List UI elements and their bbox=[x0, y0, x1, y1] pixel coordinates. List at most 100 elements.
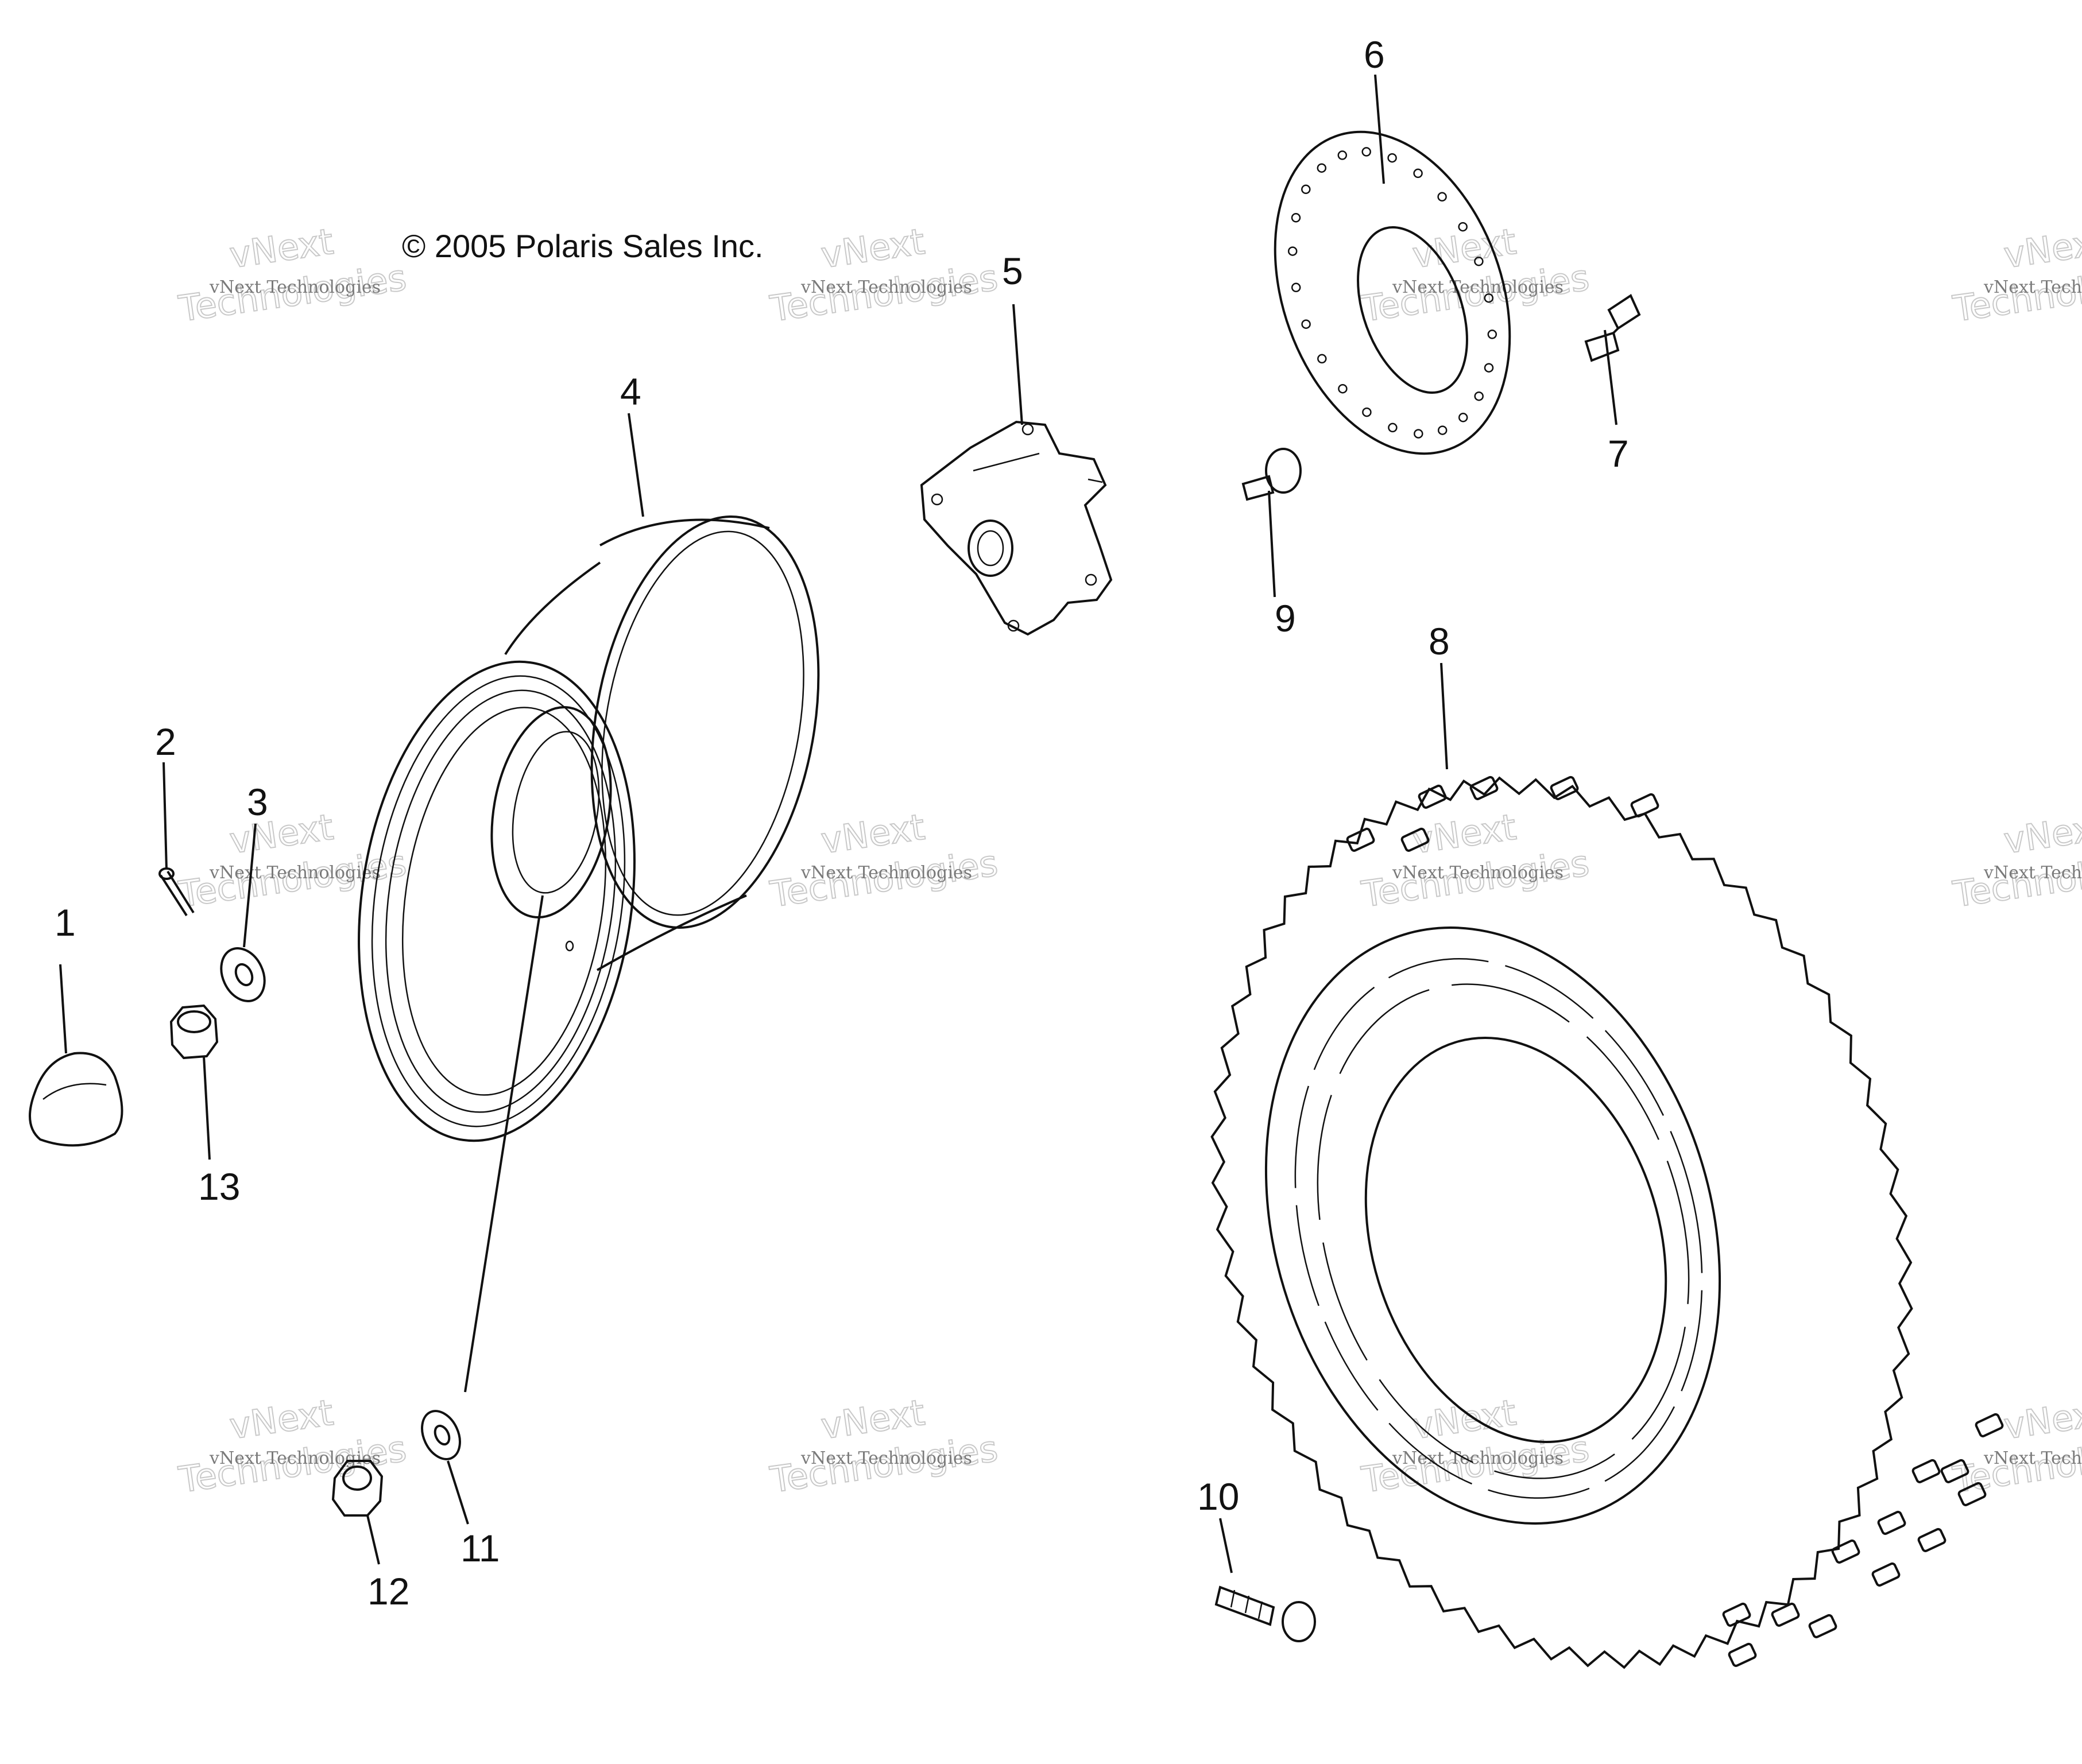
disc-holes bbox=[1287, 147, 1497, 439]
callout-numbers: 1 2 3 4 5 6 7 8 9 10 11 12 13 bbox=[55, 33, 1629, 1612]
tread-block bbox=[1722, 1602, 1751, 1627]
tread-blocks bbox=[1346, 776, 2004, 1667]
part-9-bolt[interactable] bbox=[1241, 448, 1302, 501]
part-5-hub[interactable] bbox=[920, 420, 1113, 636]
disc-hole bbox=[1487, 329, 1497, 339]
tread-block bbox=[1469, 776, 1499, 800]
svg-text:vNext: vNext bbox=[2001, 1391, 2082, 1447]
tread-block bbox=[1550, 776, 1579, 800]
callout-5: 5 bbox=[1002, 250, 1023, 292]
leader-lines bbox=[59, 74, 1617, 1573]
svg-text:vNext Technologies: vNext Technologies bbox=[800, 277, 972, 297]
disc-hole bbox=[1484, 363, 1494, 373]
disc-hole bbox=[1361, 147, 1371, 157]
disc-hole bbox=[1474, 391, 1484, 401]
disc-hole bbox=[1317, 354, 1327, 364]
tread-block bbox=[1346, 827, 1375, 852]
tread-block bbox=[1728, 1642, 1757, 1667]
part-10-valve-stem[interactable] bbox=[1214, 1585, 1316, 1642]
svg-text:vNext Technologies: vNext Technologies bbox=[1983, 277, 2082, 297]
part-1-hub-cap[interactable] bbox=[29, 1052, 123, 1147]
disc-hole bbox=[1338, 383, 1348, 394]
callout-2: 2 bbox=[155, 720, 176, 763]
part-8-tire[interactable] bbox=[1195, 776, 2004, 1669]
svg-text:vNext Technologies: vNext Technologies bbox=[1392, 277, 1564, 297]
tread-block bbox=[1940, 1459, 1969, 1483]
disc-hole bbox=[1474, 257, 1484, 266]
svg-text:vNext Technologies: vNext Technologies bbox=[209, 863, 381, 883]
disc-hole bbox=[1388, 422, 1398, 433]
svg-text:vNext Technologies: vNext Technologies bbox=[209, 1448, 381, 1468]
callout-7: 7 bbox=[1608, 432, 1629, 475]
disc-hole bbox=[1413, 168, 1423, 179]
disc-hole bbox=[1291, 282, 1301, 293]
callout-11: 11 bbox=[460, 1527, 500, 1569]
svg-text:vNext Technologies: vNext Technologies bbox=[209, 277, 381, 297]
part-12-lug-nut[interactable] bbox=[331, 1460, 384, 1517]
disc-hole bbox=[1317, 163, 1327, 173]
tread-block bbox=[1911, 1459, 1941, 1483]
svg-text:vNext Technologies: vNext Technologies bbox=[800, 863, 972, 883]
disc-hole bbox=[1301, 319, 1311, 329]
svg-text:vNext Technologies: vNext Technologies bbox=[800, 1448, 972, 1468]
callout-6: 6 bbox=[1364, 33, 1385, 76]
tread-block bbox=[1400, 827, 1430, 852]
svg-text:vNext Technologies: vNext Technologies bbox=[1983, 863, 2082, 883]
tread-block bbox=[1831, 1539, 1860, 1564]
tread-block bbox=[1418, 784, 1447, 809]
disc-hole bbox=[1387, 153, 1397, 163]
disc-hole bbox=[1301, 184, 1311, 195]
tread-block bbox=[1877, 1510, 1906, 1535]
tread-block bbox=[1808, 1614, 1837, 1638]
disc-hole bbox=[1362, 407, 1372, 417]
callout-12: 12 bbox=[367, 1570, 409, 1612]
callout-10: 10 bbox=[1197, 1475, 1239, 1518]
disc-hole bbox=[1437, 425, 1448, 435]
callout-3: 3 bbox=[247, 781, 268, 823]
copyright-text: © 2005 Polaris Sales Inc. bbox=[402, 228, 764, 264]
callout-4: 4 bbox=[620, 370, 641, 413]
disc-hole bbox=[1437, 192, 1447, 202]
disc-hole bbox=[1337, 150, 1348, 160]
part-11-washer[interactable] bbox=[415, 1405, 467, 1465]
tread-block bbox=[1957, 1482, 1987, 1506]
callout-9: 9 bbox=[1275, 597, 1296, 639]
svg-text:vNext Technologies: vNext Technologies bbox=[1392, 1448, 1564, 1468]
part-7-bolt[interactable] bbox=[1584, 294, 1641, 362]
callout-13: 13 bbox=[198, 1165, 240, 1208]
tread-block bbox=[1630, 793, 1659, 817]
tread-block bbox=[1871, 1562, 1901, 1587]
part-4-wheel-rim[interactable] bbox=[330, 499, 849, 1159]
part-6-brake-disc[interactable] bbox=[1233, 99, 1551, 487]
disc-hole bbox=[1458, 222, 1468, 232]
callout-1: 1 bbox=[55, 901, 76, 944]
disc-hole bbox=[1484, 293, 1494, 303]
tread-block bbox=[1771, 1602, 1800, 1627]
tread-block bbox=[1917, 1527, 1946, 1552]
svg-text:vNext Technologies: vNext Technologies bbox=[1983, 1448, 2082, 1468]
disc-hole bbox=[1414, 429, 1423, 439]
part-3-washer[interactable] bbox=[213, 941, 273, 1009]
disc-hole bbox=[1458, 413, 1468, 422]
svg-text:vNext: vNext bbox=[2001, 220, 2082, 276]
tread-block bbox=[1975, 1413, 2004, 1437]
disc-hole bbox=[1287, 246, 1298, 256]
part-13-nut[interactable] bbox=[169, 1004, 219, 1060]
svg-text:vNext Technologies: vNext Technologies bbox=[1392, 863, 1564, 883]
svg-text:vNext: vNext bbox=[2001, 806, 2082, 862]
callout-8: 8 bbox=[1429, 620, 1450, 662]
disc-hole bbox=[1291, 213, 1301, 223]
